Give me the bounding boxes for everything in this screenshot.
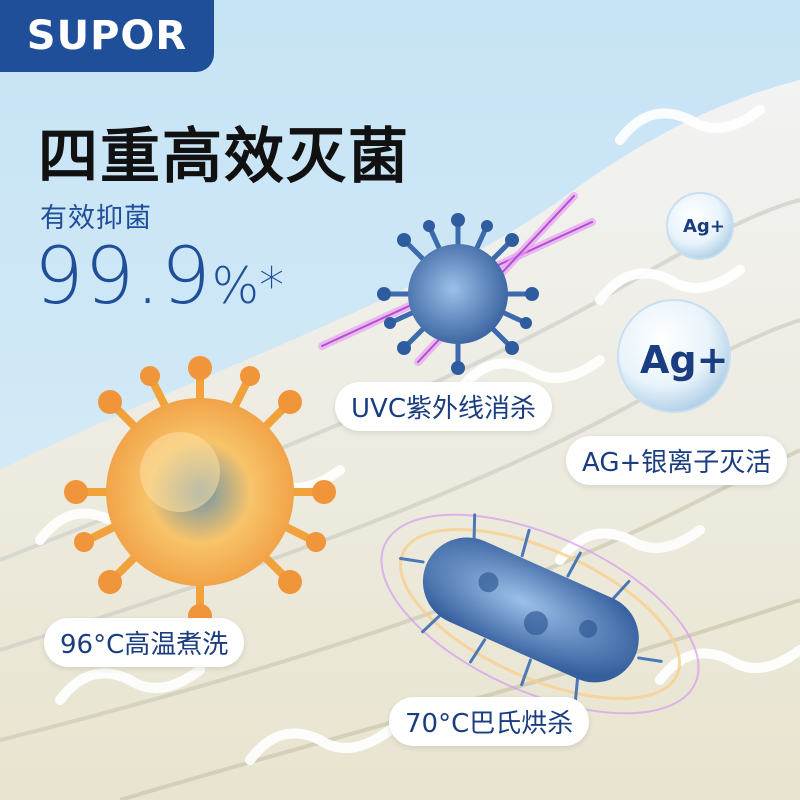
bacteria-icon [380, 513, 700, 715]
feature-label-uvc: UVC紫外线消杀 [335, 382, 552, 431]
virus-hot-icon [64, 356, 336, 628]
page-title: 四重高效灭菌 [38, 122, 410, 192]
rate-value: 99.9 [34, 232, 212, 322]
inhibition-rate: 99.9%* [34, 232, 284, 322]
feature-label-boil: 96°C高温煮洗 [44, 618, 245, 667]
rate-unit: %* [211, 257, 285, 315]
brand-logo-text: SUPOR [26, 13, 188, 59]
ag-large-label: Ag+ [640, 338, 729, 382]
feature-label-bake: 70°C巴氏烘杀 [389, 697, 590, 746]
virus-uvc-icon [377, 213, 539, 375]
ag-bubble-icon [617, 299, 731, 413]
brand-logo: SUPOR [0, 0, 214, 72]
ag-small-label: Ag+ [683, 216, 725, 237]
ag-bubble-icon [666, 192, 734, 260]
feature-label-ag: AG+银离子灭活 [566, 436, 788, 485]
subtitle: 有效抑菌 [40, 203, 152, 234]
